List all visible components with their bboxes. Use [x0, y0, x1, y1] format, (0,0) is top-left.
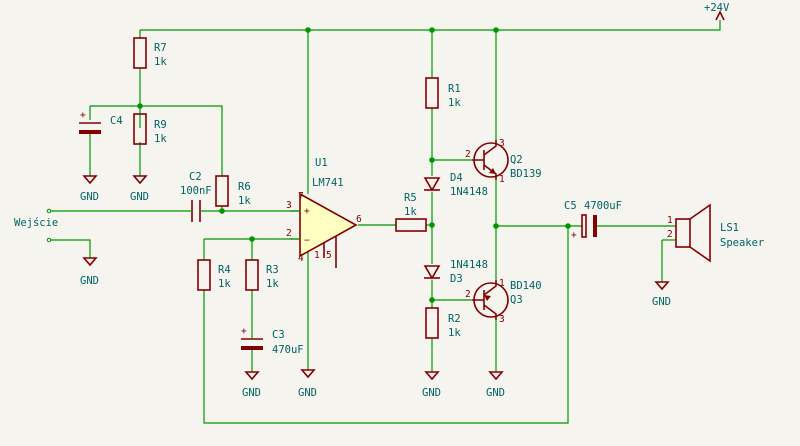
gnd-symbol-r2: GND: [422, 371, 441, 399]
resistor-r3: R3 1k: [245, 259, 279, 291]
junctions: [137, 27, 571, 303]
ls1-pin1: 1: [667, 215, 673, 226]
diode-d3: 1N4148 D3: [423, 259, 488, 285]
q3-ref: Q3: [510, 294, 523, 306]
gnd-label: GND: [298, 387, 317, 399]
r9-value: 1k: [154, 133, 167, 145]
d3-value: 1N4148: [450, 259, 488, 271]
input-label: Wejście: [14, 217, 58, 229]
gnd-label: GND: [80, 191, 99, 203]
c5-value: 4700uF: [584, 200, 622, 212]
resistor-r6: R6 1k: [215, 175, 251, 207]
gnd-symbol-opamp: GND: [298, 369, 317, 399]
gnd-label: GND: [242, 387, 261, 399]
gnd-symbol-r9: GND: [130, 175, 149, 203]
d4-ref: D4: [450, 172, 463, 184]
r6-value: 1k: [238, 195, 251, 207]
opamp-pin1: 1: [314, 250, 320, 261]
transistor-q3: 2 1 3 BD140 Q3: [465, 278, 542, 325]
opamp-u1: + − 3 2 7 4 6 1 5 U1 LM741: [286, 157, 362, 268]
q3-pin-c: 3: [499, 314, 505, 325]
r4-value: 1k: [218, 278, 231, 290]
vcc-symbol: +24V: [704, 2, 730, 21]
speaker-ls1: 1 2 LS1 Speaker: [667, 203, 764, 263]
r6-ref: R6: [238, 181, 251, 193]
resistor-r9: R9 1k: [133, 113, 167, 145]
q2-pin-e: 1: [499, 174, 505, 185]
r3-value: 1k: [266, 278, 279, 290]
opamp-pin6: 6: [356, 214, 362, 225]
capacitor-c4: + C4: [79, 110, 123, 140]
r7-value: 1k: [154, 56, 167, 68]
diode-d4: D4 1N4148: [423, 172, 488, 198]
r9-ref: R9: [154, 119, 167, 131]
q2-value: BD139: [510, 168, 542, 180]
transistor-q2: 2 3 1 Q2 BD139: [465, 138, 542, 185]
capacitor-c5: + C5 4700uF: [564, 200, 622, 241]
opamp-plus: +: [304, 206, 310, 217]
r5-ref: R5: [404, 192, 417, 204]
q3-value: BD140: [510, 280, 542, 292]
ls1-pin2: 2: [667, 229, 673, 240]
c3-polarity: +: [241, 326, 247, 337]
c4-polarity: +: [80, 110, 86, 121]
resistor-r1: R1 1k: [425, 77, 461, 109]
gnd-label: GND: [130, 191, 149, 203]
u1-ref: U1: [315, 157, 328, 169]
r5-value: 1k: [404, 206, 417, 218]
q3-pin-b: 2: [465, 289, 471, 300]
resistor-r7: R7 1k: [133, 37, 167, 69]
opamp-minus: −: [304, 235, 310, 246]
gnd-label: GND: [422, 387, 441, 399]
gnd-label: GND: [652, 296, 671, 308]
opamp-pin4: 4: [298, 253, 304, 264]
opamp-pin5: 5: [326, 250, 332, 261]
opamp-pin3: 3: [286, 200, 292, 211]
r2-ref: R2: [448, 313, 461, 325]
resistor-r2: R2 1k: [425, 307, 461, 339]
r2-value: 1k: [448, 327, 461, 339]
r7-ref: R7: [154, 42, 167, 54]
ls1-value: Speaker: [720, 237, 764, 249]
r4-ref: R4: [218, 264, 231, 276]
gnd-label: GND: [486, 387, 505, 399]
gnd-symbol-q3: GND: [486, 371, 505, 399]
c3-ref: C3: [272, 329, 285, 341]
q2-pin-c: 3: [499, 138, 505, 149]
wires: [50, 20, 721, 424]
opamp-pin7: 7: [298, 191, 304, 202]
ls1-ref: LS1: [720, 222, 739, 234]
d3-ref: D3: [450, 273, 463, 285]
c5-polarity: +: [571, 230, 577, 241]
r1-value: 1k: [448, 97, 461, 109]
gnd-symbol-speaker: GND: [652, 281, 671, 308]
q2-ref: Q2: [510, 154, 523, 166]
c2-value: 100nF: [180, 185, 212, 197]
gnd-symbol-c4: GND: [80, 175, 99, 203]
input-connector: Wejście: [14, 208, 58, 243]
vcc-label: +24V: [704, 2, 730, 14]
c3-value: 470uF: [272, 344, 304, 356]
gnd-symbol-c3: GND: [242, 371, 261, 399]
r1-ref: R1: [448, 83, 461, 95]
q2-pin-b: 2: [465, 149, 471, 160]
c5-ref: C5: [564, 200, 577, 212]
d4-value: 1N4148: [450, 186, 488, 198]
capacitor-c2: C2 100nF: [180, 171, 212, 222]
r3-ref: R3: [266, 264, 279, 276]
u1-value: LM741: [312, 177, 344, 189]
q3-pin-e: 1: [499, 278, 505, 289]
c4-ref: C4: [110, 115, 123, 127]
resistor-r5: R5 1k: [395, 192, 427, 232]
capacitor-c3: + C3 470uF: [241, 326, 304, 356]
gnd-symbol-input: GND: [80, 257, 99, 287]
resistor-r4: R4 1k: [197, 259, 231, 291]
c2-ref: C2: [189, 171, 202, 183]
gnd-label: GND: [80, 275, 99, 287]
opamp-pin2: 2: [286, 228, 292, 239]
